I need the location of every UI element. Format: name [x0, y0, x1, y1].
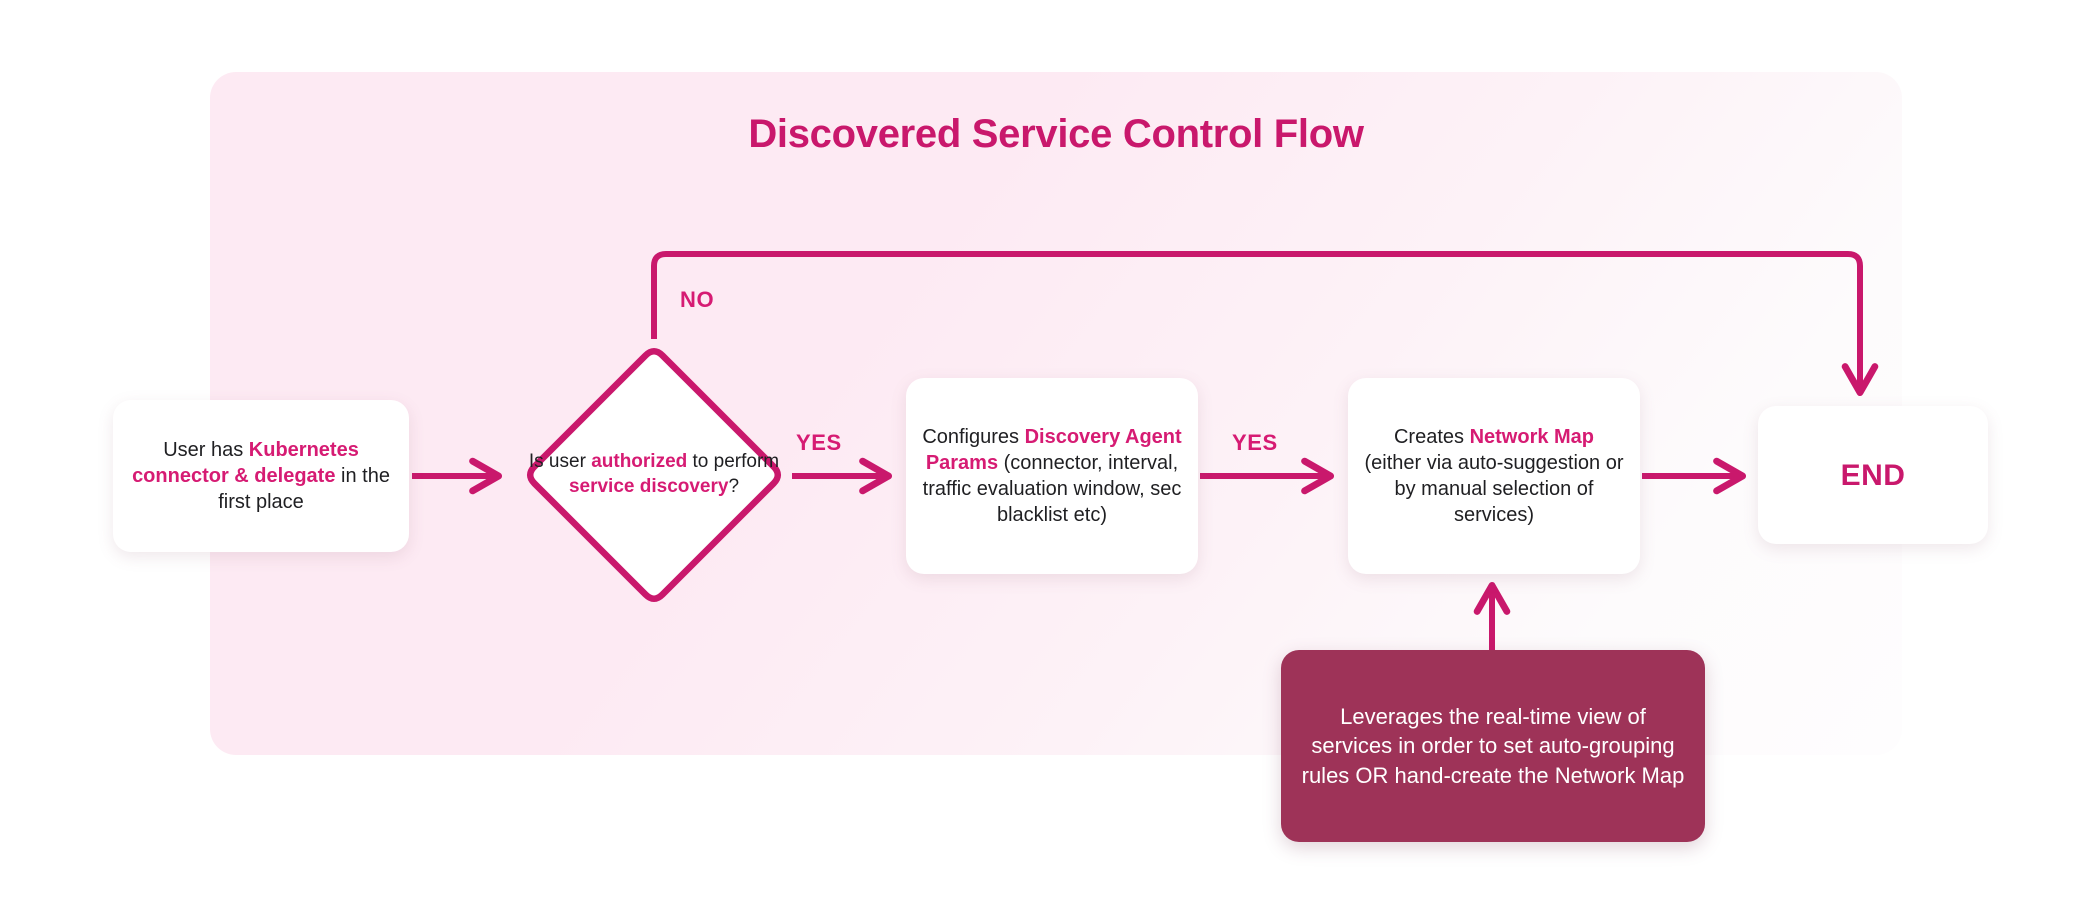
node-creates-network-map[interactable]: Creates Network Map (either via auto-sug… — [1348, 378, 1640, 574]
node-networkmap-label: Creates Network Map (either via auto-sug… — [1364, 426, 1624, 526]
note-leverages-label: Leverages the real-time view of services… — [1301, 703, 1685, 788]
note-leverages-real-time-view[interactable]: Leverages the real-time view of services… — [1281, 650, 1705, 842]
node-user-has-kubernetes-connector[interactable]: User has Kubernetes connector & delegate… — [113, 400, 409, 552]
diagram-title: Discovered Service Control Flow — [748, 112, 1364, 156]
diamond-shape — [526, 347, 782, 603]
edge-label-no: NO — [680, 287, 715, 312]
node-end[interactable]: END — [1758, 406, 1988, 544]
node-decision-label-wrap: Is user authorized to perform service di… — [518, 339, 790, 611]
node-decision-is-user-authorized[interactable]: Is user authorized to perform service di… — [518, 339, 790, 611]
node-params-label: Configures Discovery Agent Params (conne… — [922, 426, 1182, 526]
node-decision-label: Is user authorized to perform service di… — [528, 451, 780, 497]
edge-label-yes-decision-to-params: YES — [796, 430, 842, 455]
node-configures-discovery-agent-params[interactable]: Configures Discovery Agent Params (conne… — [906, 378, 1198, 574]
node-user-label: User has Kubernetes connector & delegate… — [132, 439, 390, 513]
edge-label-yes-params-to-networkmap: YES — [1232, 430, 1278, 455]
node-end-label: END — [1840, 458, 1906, 492]
